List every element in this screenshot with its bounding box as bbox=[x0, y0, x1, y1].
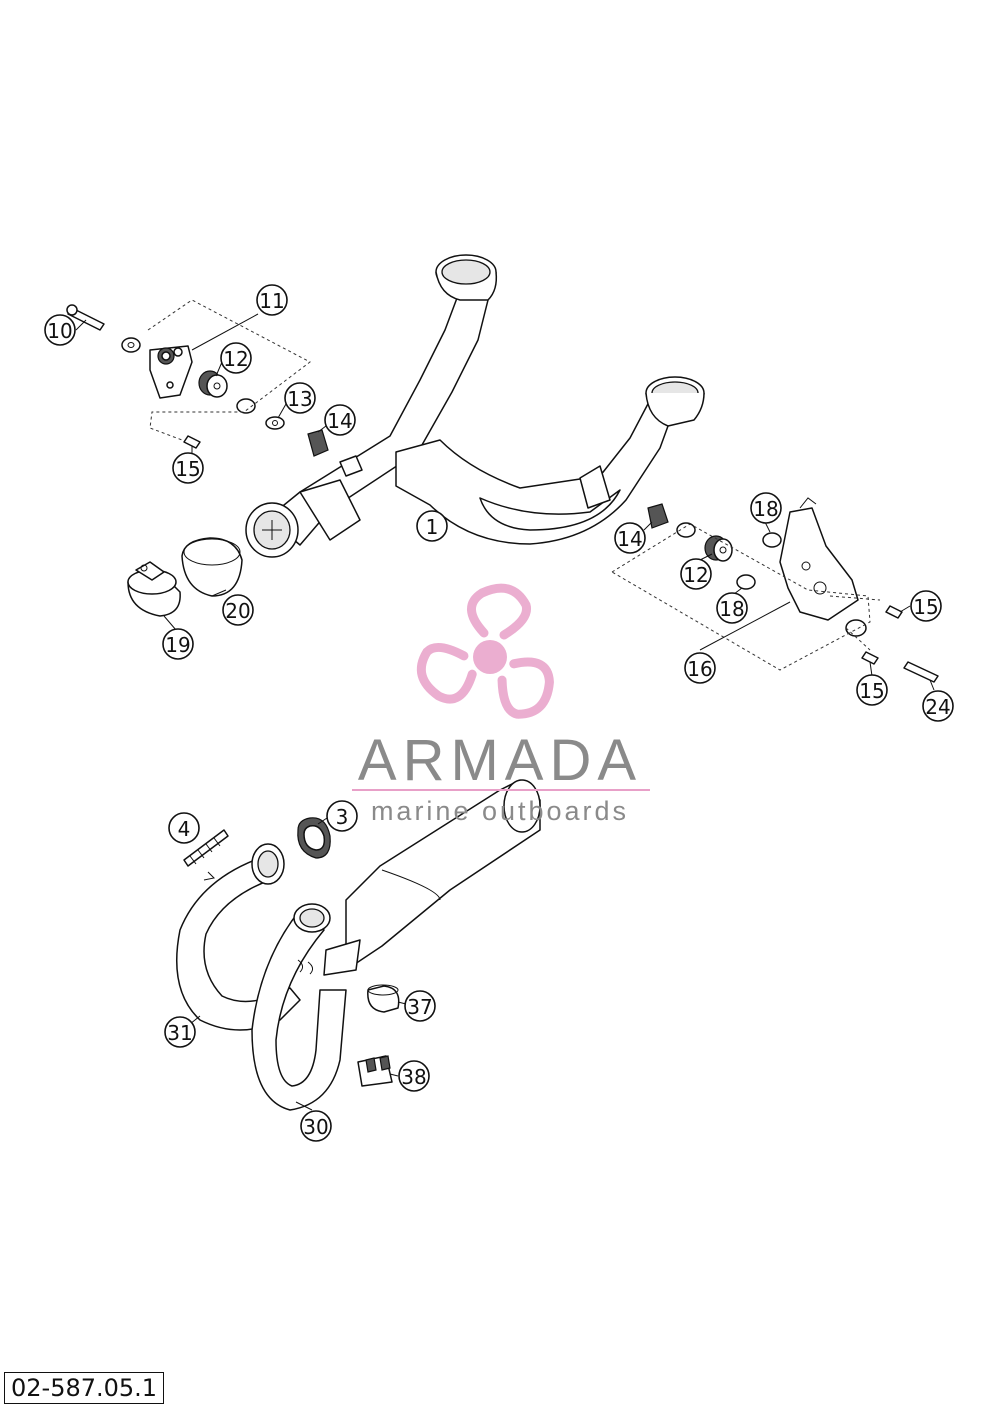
callout-number: 1 bbox=[426, 515, 439, 539]
callout-number: 11 bbox=[259, 289, 284, 313]
callout-15: 15 bbox=[856, 674, 888, 706]
callout-number: 10 bbox=[47, 319, 72, 343]
left-mount-hardware bbox=[66, 299, 329, 457]
propeller-blade bbox=[497, 657, 554, 719]
callout-11: 11 bbox=[256, 284, 288, 316]
callout-circle bbox=[162, 628, 194, 660]
callout-14: 14 bbox=[614, 522, 646, 554]
callout-number: 15 bbox=[859, 679, 884, 703]
callout-number: 24 bbox=[925, 695, 950, 719]
callout-number: 13 bbox=[287, 387, 312, 411]
callout-circle bbox=[856, 674, 888, 706]
callout-15: 15 bbox=[172, 452, 204, 484]
right-mount-hardware bbox=[611, 497, 939, 683]
clamp-and-sleeve bbox=[127, 537, 243, 617]
callout-circle bbox=[416, 510, 448, 542]
brand-tagline: marine outboards bbox=[371, 796, 629, 826]
callout-circle bbox=[168, 812, 200, 844]
callout-number: 15 bbox=[175, 457, 200, 481]
callout-number: 14 bbox=[327, 409, 352, 433]
callout-number: 18 bbox=[753, 497, 778, 521]
propeller-blade bbox=[467, 583, 532, 640]
callout-number: 14 bbox=[617, 527, 642, 551]
diagram-reference-code: 02-587.05.1 bbox=[4, 1372, 165, 1404]
propeller-blade bbox=[416, 642, 477, 704]
header-pipe-part-1 bbox=[245, 254, 705, 558]
callout-circle bbox=[326, 800, 358, 832]
callout-24: 24 bbox=[922, 690, 954, 722]
callout-circle bbox=[716, 592, 748, 624]
callout-labels: 10 11 12 13 14 15 1 20 19 14 18 12 18 15 16 15 24 4 3 37 38 3… bbox=[44, 284, 954, 1142]
callout-18: 18 bbox=[716, 592, 748, 624]
callout-circle bbox=[684, 652, 716, 684]
callout-number: 31 bbox=[167, 1021, 192, 1045]
callout-number: 19 bbox=[165, 633, 190, 657]
callout-12: 12 bbox=[220, 342, 252, 374]
callout-1: 1 bbox=[416, 510, 448, 542]
callout-38: 38 bbox=[398, 1060, 430, 1092]
callout-4: 4 bbox=[168, 812, 200, 844]
callout-circle bbox=[324, 404, 356, 436]
callout-circle bbox=[284, 382, 316, 414]
callout-number: 30 bbox=[303, 1115, 328, 1139]
callout-18: 18 bbox=[750, 492, 782, 524]
callout-3: 3 bbox=[326, 800, 358, 832]
callout-circle bbox=[300, 1110, 332, 1142]
callout-number: 4 bbox=[178, 817, 191, 841]
callout-16: 16 bbox=[684, 652, 716, 684]
callout-circle bbox=[910, 590, 942, 622]
callout-31: 31 bbox=[164, 1016, 196, 1048]
callout-30: 30 bbox=[300, 1110, 332, 1142]
callout-circle bbox=[256, 284, 288, 316]
callout-number: 12 bbox=[223, 347, 248, 371]
callout-20: 20 bbox=[222, 594, 254, 626]
callout-number: 20 bbox=[225, 599, 250, 623]
callout-37: 37 bbox=[404, 990, 436, 1022]
callout-circle bbox=[220, 342, 252, 374]
callout-number: 38 bbox=[401, 1065, 426, 1089]
lower-exhaust-assembly bbox=[175, 779, 541, 1111]
callout-number: 12 bbox=[683, 563, 708, 587]
callout-number: 18 bbox=[719, 597, 744, 621]
callout-number: 16 bbox=[687, 657, 712, 681]
propeller-hub bbox=[473, 640, 507, 674]
callout-19: 19 bbox=[162, 628, 194, 660]
callout-circle bbox=[922, 690, 954, 722]
callout-number: 37 bbox=[407, 995, 432, 1019]
callout-circle bbox=[172, 452, 204, 484]
callout-circle bbox=[614, 522, 646, 554]
callout-number: 3 bbox=[336, 805, 349, 829]
propeller-logo-icon bbox=[416, 583, 554, 719]
callout-14: 14 bbox=[324, 404, 356, 436]
callout-circle bbox=[398, 1060, 430, 1092]
callout-circle bbox=[164, 1016, 196, 1048]
callout-circle bbox=[222, 594, 254, 626]
callout-10: 10 bbox=[44, 314, 76, 346]
callout-13: 13 bbox=[284, 382, 316, 414]
callout-circle bbox=[680, 558, 712, 590]
callout-circle bbox=[404, 990, 436, 1022]
brand-name: ARMADA bbox=[358, 728, 642, 793]
callout-number: 15 bbox=[913, 595, 938, 619]
callout-circle bbox=[44, 314, 76, 346]
callout-circle bbox=[750, 492, 782, 524]
callout-15: 15 bbox=[910, 590, 942, 622]
callout-12: 12 bbox=[680, 558, 712, 590]
